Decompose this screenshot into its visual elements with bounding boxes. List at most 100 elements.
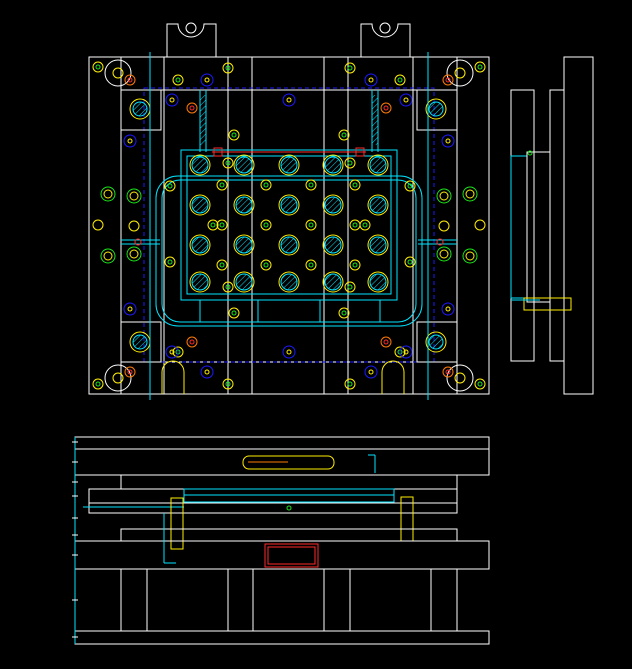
cavity-pin-core <box>280 156 298 174</box>
cavity-pin-core <box>191 236 209 254</box>
guide-bolt-center <box>286 349 292 355</box>
screw-head <box>442 366 454 378</box>
small-pin-center <box>347 284 353 290</box>
cavity-outer-contour <box>155 175 423 327</box>
spacer-block-4 <box>430 568 458 632</box>
side-gate-right <box>418 238 457 246</box>
guide-bolt <box>441 134 455 148</box>
section-runner <box>242 455 335 470</box>
screw-head <box>380 102 392 114</box>
spacer-block-1 <box>120 568 148 632</box>
cavity-pin-core <box>324 196 342 214</box>
small-pin <box>216 259 228 271</box>
bushing-tr <box>425 98 447 120</box>
small-pin <box>222 378 234 390</box>
small-pin-center <box>397 77 403 83</box>
cavity-pin-ring <box>322 271 344 293</box>
cavity-pin-ring <box>322 154 344 176</box>
small-pin-center <box>231 132 237 138</box>
side-plate-b <box>549 89 565 362</box>
guide-bolt <box>441 302 455 316</box>
section-top-plate <box>74 436 490 450</box>
side-plate-c <box>563 56 594 395</box>
small-pin <box>394 74 406 86</box>
section-marker <box>286 505 292 511</box>
small-pin-center <box>225 160 231 166</box>
cavity-pin-ring <box>278 234 300 256</box>
small-pin-center <box>352 262 358 268</box>
small-pin <box>344 281 356 293</box>
screw-head <box>124 366 136 378</box>
core-insert-inner <box>186 155 392 295</box>
cavity-pin-ring <box>367 154 389 176</box>
screw-center <box>383 105 389 111</box>
cavity-pin-core <box>191 196 209 214</box>
cavity-pin-core <box>369 273 387 291</box>
pry-slot-right <box>381 360 405 394</box>
guide-bolt-center <box>403 97 409 103</box>
guide-bolt-center <box>169 349 175 355</box>
screw-head <box>186 102 198 114</box>
small-pin-center <box>210 222 216 228</box>
cavity-pin-ring <box>322 194 344 216</box>
guide-bolt <box>364 73 378 87</box>
guide-pin-bl <box>92 364 132 392</box>
small-pin-center <box>352 222 358 228</box>
cavity-pin-core <box>369 236 387 254</box>
side-gate-left <box>121 238 160 246</box>
small-pin-array <box>124 62 454 390</box>
small-pin-center <box>225 65 231 71</box>
guide-bolt <box>123 134 137 148</box>
small-pin-center <box>167 183 173 189</box>
lifting-lug-right <box>360 23 411 57</box>
small-pin <box>216 179 228 191</box>
small-pin-center <box>231 310 237 316</box>
section-ejector-inner <box>267 546 316 565</box>
cavity-pin-ring <box>189 234 211 256</box>
guide-bolt-center <box>368 77 374 83</box>
screw-center <box>127 369 133 375</box>
guide-bolt <box>282 345 296 359</box>
lug-hole-left <box>185 22 197 34</box>
screw-head <box>380 336 392 348</box>
small-pin <box>228 129 240 141</box>
small-pin <box>404 256 416 268</box>
screw-head <box>186 336 198 348</box>
slide-bottom <box>199 299 381 323</box>
guide-bolt-center <box>286 97 292 103</box>
guide-bolt-center <box>169 97 175 103</box>
cavity-pin-core <box>280 236 298 254</box>
small-pin <box>359 219 371 231</box>
small-pin <box>260 219 272 231</box>
guide-bolt-center <box>204 369 210 375</box>
guide-bolt <box>165 93 179 107</box>
cavity-pin-core <box>324 156 342 174</box>
small-pin <box>207 219 219 231</box>
side-bolts-left <box>92 186 142 264</box>
guide-bolt <box>364 365 378 379</box>
spacer-block-2 <box>227 568 254 632</box>
cavity-pin-array <box>189 154 389 293</box>
cavity-pin-core <box>235 196 253 214</box>
small-pin-center <box>341 310 347 316</box>
small-pin <box>305 259 317 271</box>
hot-runner-block-right <box>355 147 365 157</box>
small-pin <box>349 259 361 271</box>
section-ejector-block <box>264 543 319 568</box>
small-pin-center <box>167 259 173 265</box>
section-bottom-plate <box>74 630 490 645</box>
small-pin-center <box>219 262 225 268</box>
cavity-pin-core <box>235 156 253 174</box>
small-pin <box>222 62 234 74</box>
small-pin <box>394 346 406 358</box>
small-pin-center <box>407 183 413 189</box>
guide-bolt-array <box>123 73 455 379</box>
side-plate-a <box>510 89 535 362</box>
guide-bolt-center <box>204 77 210 83</box>
small-pin-center <box>219 222 225 228</box>
small-pin <box>164 180 176 192</box>
side-view <box>510 56 594 395</box>
small-pin-center <box>219 182 225 188</box>
small-pin-center <box>347 160 353 166</box>
